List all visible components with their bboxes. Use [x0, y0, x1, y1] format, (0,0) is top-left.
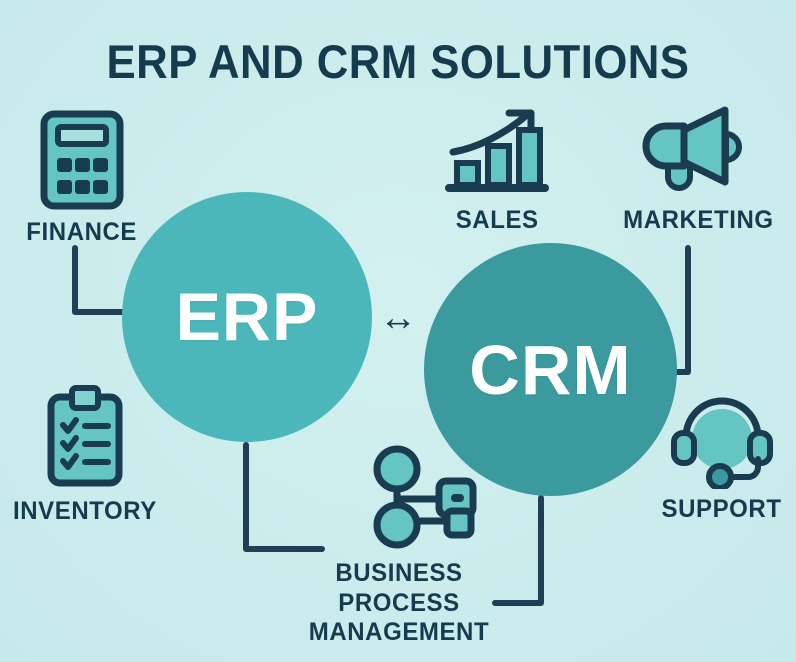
- node-bpm-label: BUSINESS PROCESS MANAGEMENT: [308, 559, 490, 646]
- hub-erp[interactable]: ERP: [122, 192, 372, 442]
- bidirectional-arrow-icon: ↔: [379, 297, 417, 339]
- bar-chart-growth-icon: [443, 104, 551, 200]
- node-support[interactable]: SUPPORT: [648, 393, 796, 524]
- node-finance[interactable]: FINANCE: [8, 108, 156, 247]
- node-sales-label: SALES: [455, 206, 539, 234]
- node-bpm[interactable]: BUSINESS PROCESS MANAGEMENT: [268, 443, 530, 648]
- calculator-icon: [36, 108, 128, 212]
- headset-icon: [670, 393, 774, 491]
- node-finance-label: FINANCE: [26, 218, 138, 246]
- hub-crm-label: CRM: [469, 330, 632, 409]
- hub-crm[interactable]: CRM: [424, 243, 677, 496]
- megaphone-icon: [640, 100, 756, 200]
- hub-erp-label: ERP: [175, 279, 319, 355]
- node-marketing-label: MARKETING: [622, 206, 774, 234]
- node-inventory[interactable]: INVENTORY: [2, 385, 168, 526]
- node-support-label: SUPPORT: [661, 495, 783, 523]
- node-sales[interactable]: SALES: [438, 104, 556, 235]
- clipboard-checklist-icon: [37, 385, 133, 491]
- page-title: ERP AND CRM SOLUTIONS: [106, 35, 690, 88]
- node-marketing[interactable]: MARKETING: [608, 100, 788, 235]
- process-flow-icon: [367, 443, 487, 553]
- node-inventory-label: INVENTORY: [13, 497, 157, 525]
